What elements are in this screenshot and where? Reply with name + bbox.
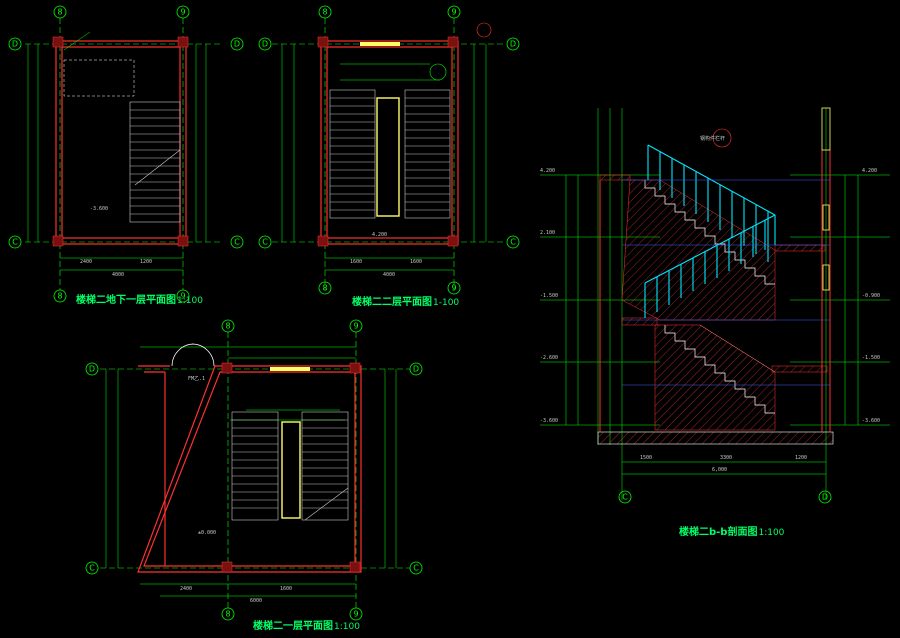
axis-C-right: C [413, 564, 419, 573]
title-text: 楼梯二二层平面图 [352, 297, 432, 308]
plan-first-floor: ±0.000 FM乙.1 2400 1600 6000 8 9 D D C C 8… [85, 319, 423, 621]
plan-basement: -3.600 2400 1200 4000 8 9 D D C C 8 9 [8, 5, 244, 303]
title-text: 楼梯二b-b剖面图 [679, 527, 758, 538]
svg-text:2400: 2400 [80, 259, 92, 265]
axis-8-bottom: 8 [322, 284, 327, 293]
axis-D-left: D [12, 40, 18, 49]
axis-8-top: 8 [225, 322, 230, 331]
svg-text:1200: 1200 [795, 455, 807, 461]
svg-text:2400: 2400 [180, 586, 192, 592]
svg-text:±0.000: ±0.000 [198, 530, 216, 536]
title-section: 楼梯二b-b剖面图1:100 [679, 523, 784, 538]
axis-9-top: 9 [180, 8, 185, 17]
svg-text:1600: 1600 [280, 586, 292, 592]
svg-text:4000: 4000 [383, 272, 395, 278]
axis-9-bottom: 9 [353, 610, 358, 619]
axis-8-top: 8 [57, 8, 62, 17]
svg-text:1500: 1500 [640, 455, 652, 461]
svg-text:-3.600: -3.600 [862, 418, 880, 424]
section-b-b: 钢构件栏杆 4.200 2.100 -1.500 -2.600 -3.600 4.2… [540, 107, 890, 504]
title-plan-second: 楼梯二二层平面图1-100 [352, 293, 459, 308]
axis-C-left: C [12, 238, 18, 247]
svg-text:4.200: 4.200 [540, 168, 555, 174]
title-text: 楼梯二地下一层平面图 [76, 295, 176, 306]
svg-text:4000: 4000 [112, 272, 124, 278]
svg-text:1600: 1600 [350, 259, 362, 265]
axis-C-left: C [89, 564, 95, 573]
svg-text:FM乙.1: FM乙.1 [188, 375, 205, 382]
axis-9-top: 9 [353, 322, 358, 331]
svg-text:1600: 1600 [410, 259, 422, 265]
title-scale: 1:100 [177, 296, 203, 306]
axis-D-right: D [510, 40, 516, 49]
axis-8-top: 8 [322, 8, 327, 17]
svg-text:-3.600: -3.600 [540, 418, 558, 424]
svg-text:-1.500: -1.500 [540, 293, 558, 299]
axis-C-right: C [510, 238, 516, 247]
title-text: 楼梯二一层平面图 [253, 621, 333, 632]
title-scale: 1:100 [334, 622, 360, 632]
svg-text:4.200: 4.200 [862, 168, 877, 174]
axis-C-right: C [234, 238, 240, 247]
axis-8-bottom: 8 [57, 292, 62, 301]
svg-text:2.100: 2.100 [540, 230, 555, 236]
axis-C-left: C [262, 238, 268, 247]
axis-D-bottom: D [822, 493, 828, 502]
svg-text:-3.600: -3.600 [90, 206, 108, 212]
axis-D-right: D [413, 365, 419, 374]
svg-text:-0.900: -0.900 [862, 293, 880, 299]
axis-D-left: D [262, 40, 268, 49]
svg-text:钢构件栏杆: 钢构件栏杆 [700, 135, 725, 142]
svg-text:4.200: 4.200 [372, 232, 387, 238]
svg-text:6,000: 6,000 [712, 467, 727, 473]
title-scale: 1:100 [758, 528, 785, 538]
axis-9-bottom: 9 [180, 292, 185, 301]
title-plan-basement: 楼梯二地下一层平面图1:100 [76, 291, 203, 306]
axis-9-bottom: 9 [451, 284, 456, 293]
axis-9-top: 9 [451, 8, 456, 17]
plan-second-floor: 4.200 1600 1600 4000 8 9 D D C C 8 9 [258, 5, 520, 295]
title-plan-first: 楼梯二一层平面图1:100 [253, 617, 360, 632]
svg-text:-2.600: -2.600 [540, 355, 558, 361]
svg-text:3300: 3300 [720, 455, 732, 461]
title-scale: 1-100 [433, 298, 460, 308]
svg-text:1200: 1200 [140, 259, 152, 265]
svg-text:-1.500: -1.500 [862, 355, 880, 361]
axis-D-left: D [89, 365, 95, 374]
axis-D-right: D [234, 40, 240, 49]
axis-C-bottom: C [622, 493, 628, 502]
axis-8-bottom: 8 [225, 610, 230, 619]
svg-text:6000: 6000 [250, 598, 262, 604]
